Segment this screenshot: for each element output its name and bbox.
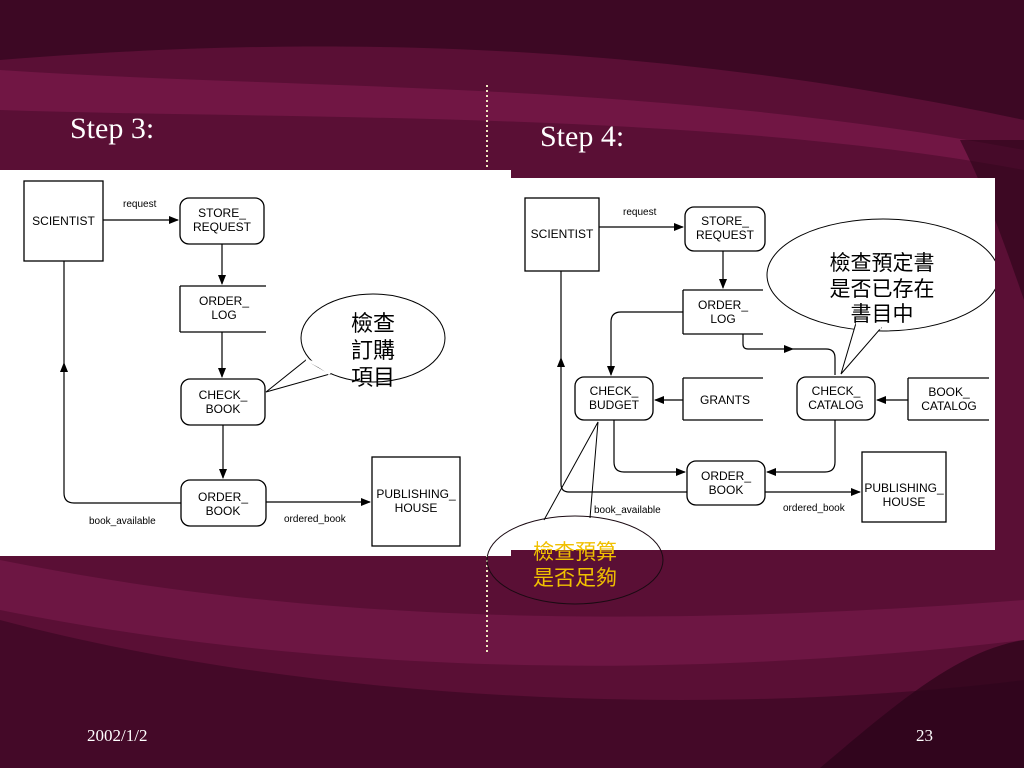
check-book-label-2: BOOK [206, 402, 241, 416]
order-log-label-1: ORDER_ [199, 294, 249, 308]
publishing-house-label-2: HOUSE [395, 501, 438, 515]
budget-to-order-arrow [613, 420, 686, 476]
request-label: request [123, 199, 157, 210]
callout-line-2: 訂購 [350, 338, 395, 364]
scientist-node: SCIENTIST [524, 197, 600, 272]
store-request-node: STORE_ REQUEST [684, 206, 766, 252]
publishing-house-label-1: PUBLISHING_ [864, 481, 944, 495]
check-budget-node: CHECK_ BUDGET [574, 376, 654, 421]
order-book-label-2: BOOK [206, 504, 241, 518]
log-to-catalog-line [793, 348, 836, 375]
book-catalog-node: BOOK_ CATALOG [907, 377, 989, 421]
scientist-label: SCIENTIST [32, 214, 95, 228]
store-request-label-2: REQUEST [193, 220, 252, 234]
store-request-label-1: STORE_ [701, 214, 749, 228]
order-log-label-2: LOG [211, 308, 236, 322]
check-catalog-callout [766, 218, 995, 375]
callout-line-3: 項目 [350, 365, 395, 391]
check-catalog-label-1: CHECK_ [812, 384, 861, 398]
order-book-node: ORDER_ BOOK [180, 479, 267, 527]
order-log-label-2: LOG [710, 312, 735, 326]
check-book-node: CHECK_ BOOK [180, 378, 266, 426]
store-request-node: STORE_ REQUEST [179, 197, 265, 245]
order-log-node: ORDER_ LOG [682, 289, 763, 335]
budget-callout-line-1: 檢查預算 [533, 540, 617, 564]
step3-title: Step 3: [70, 112, 155, 145]
store-request-label-2: REQUEST [696, 228, 755, 242]
book-catalog-label-1: BOOK_ [928, 385, 970, 399]
scientist-node: SCIENTIST [23, 180, 104, 262]
book-available-label: book_available [594, 505, 661, 516]
grants-node: GRANTS [682, 377, 763, 421]
callout-line-2: 是否已存在 [829, 276, 935, 301]
order-book-label-1: ORDER_ [701, 469, 751, 483]
step4-title: Step 4: [540, 120, 625, 153]
check-budget-label-2: BUDGET [589, 398, 640, 412]
order-log-label-1: ORDER_ [698, 298, 748, 312]
callout-line-1: 檢查預定書 [829, 251, 935, 275]
request-label: request [623, 207, 657, 218]
ordered-book-label: ordered_book [783, 503, 846, 514]
log-to-catalog-arrow [742, 334, 794, 353]
book-available-arrow [557, 357, 687, 493]
book-catalog-label-2: CATALOG [921, 399, 977, 413]
publishing-house-node: PUBLISHING_ HOUSE [371, 456, 461, 547]
budget-callout-line-2: 是否足夠 [533, 565, 617, 590]
check-catalog-label-2: CATALOG [808, 398, 864, 412]
book-available-arrow [60, 362, 181, 504]
slide-number: 23 [916, 726, 933, 745]
order-book-node: ORDER_ BOOK [686, 460, 766, 506]
order-book-label-1: ORDER_ [198, 490, 248, 504]
order-log-node: ORDER_ LOG [179, 285, 266, 333]
check-order-callout-text: 檢查 訂購 項目 [333, 312, 413, 392]
catalog-to-order-arrow [766, 420, 836, 476]
store-request-label-1: STORE_ [198, 206, 246, 220]
check-catalog-callout-text: 檢查預定書 是否已存在 書目中 [807, 251, 957, 328]
step4-diagram: SCIENTIST STORE_ REQUEST ORDER_ LOG CHEC… [511, 178, 995, 550]
callout-line-3: 書目中 [850, 302, 914, 327]
ordered-book-label: ordered_book [284, 514, 347, 525]
publishing-house-label-2: HOUSE [883, 495, 926, 509]
check-budget-callout-text: 檢查預算 是否足夠 [520, 540, 630, 591]
scientist-label: SCIENTIST [531, 227, 594, 241]
grants-label: GRANTS [700, 393, 750, 407]
step4-dataflow-svg: SCIENTIST STORE_ REQUEST ORDER_ LOG CHEC… [524, 197, 995, 523]
order-book-label-2: BOOK [709, 483, 744, 497]
check-catalog-node: CHECK_ CATALOG [796, 376, 876, 421]
step3-dataflow-svg: SCIENTIST STORE_ REQUEST ORDER_ LOG CHEC… [23, 180, 461, 547]
step3-diagram: SCIENTIST STORE_ REQUEST ORDER_ LOG CHEC… [0, 170, 511, 556]
callout-line-1: 檢查 [350, 312, 395, 337]
check-book-label-1: CHECK_ [199, 388, 248, 402]
check-budget-callout [486, 421, 664, 605]
publishing-house-node: PUBLISHING_ HOUSE [861, 451, 947, 523]
check-budget-label-1: CHECK_ [590, 384, 639, 398]
check-order-callout [265, 293, 446, 393]
publishing-house-label-1: PUBLISHING_ [376, 487, 456, 501]
log-to-budget-arrow [607, 311, 683, 376]
slide-date: 2002/1/2 [87, 726, 148, 745]
book-available-label: book_available [89, 516, 156, 527]
